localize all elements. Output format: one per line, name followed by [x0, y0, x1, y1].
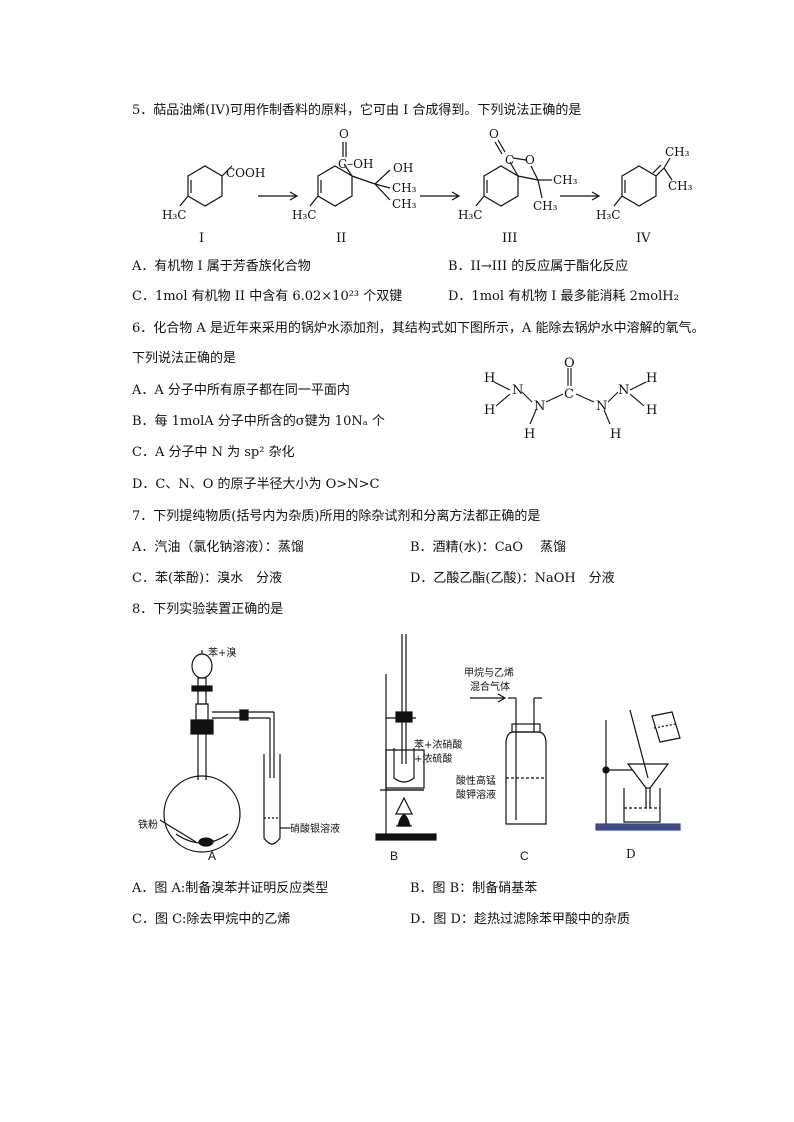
- q6-option-a: A．A 分子中所有原子都在同一平面内: [132, 383, 350, 398]
- q8-option-d: D．图 D：趁热过滤除苯甲酸中的杂质: [410, 912, 630, 927]
- figure-a-labels: 苯+溴 铁粉 硝酸银溶液 A: [138, 646, 340, 863]
- q6-structure-hydrazine-urea: O C N N N N H H H H H H: [484, 356, 657, 442]
- label-ch3-iv-b: CH₃: [668, 179, 693, 193]
- label-nitration-1: 苯+浓硝酸: [414, 738, 462, 751]
- label-cooh: COOH: [226, 166, 265, 180]
- compound-iii-structure: [475, 139, 552, 207]
- label-ch3-ii-a: CH₃: [392, 181, 417, 195]
- atom-h-5: H: [646, 403, 657, 418]
- atom-n-left-inner: N: [534, 399, 545, 414]
- label-o-iii-a: O: [489, 127, 499, 141]
- figure-a-bromobenzene-apparatus: [159, 650, 290, 853]
- atom-h-2: H: [484, 403, 495, 418]
- label-kmno4-2: 酸钾溶液: [456, 788, 496, 801]
- atom-h-4: H: [646, 371, 657, 386]
- label-compound-i: I: [199, 231, 204, 246]
- label-h3c-3: H₃C: [458, 208, 482, 222]
- label-figure-a: A: [208, 849, 216, 863]
- figure-d-filtration-apparatus: [595, 709, 681, 831]
- label-c-iii: C: [505, 153, 514, 167]
- label-ch3-ii-b: CH₃: [392, 197, 417, 211]
- label-h3c-2: H₃C: [292, 208, 316, 222]
- label-compound-ii: II: [336, 231, 346, 246]
- label-oh: OH: [393, 161, 413, 175]
- atom-n-right-inner: N: [596, 399, 607, 414]
- label-h3c-4: H₃C: [596, 208, 620, 222]
- q5-option-a: A．有机物 I 属于芳香族化合物: [132, 259, 311, 274]
- q6-option-d: D．C、N、O 的原子半径大小为 O>N>C: [132, 477, 380, 492]
- atom-h-3: H: [524, 427, 535, 442]
- label-kmno4-1: 酸性高锰: [456, 774, 496, 787]
- figure-b-labels: 苯+浓硝酸 +浓硫酸 B: [390, 738, 462, 863]
- q8-stem: 8．下列实验装置正确的是: [132, 602, 284, 617]
- atom-n-right-outer: N: [618, 383, 629, 398]
- label-figure-c: C: [520, 849, 529, 863]
- q8-option-b: B．图 B：制备硝基苯: [410, 881, 538, 896]
- label-gas-2: 混合气体: [470, 680, 510, 693]
- q5-reaction-scheme: COOH H₃C I O C–OH OH CH₃ CH₃ H₃C II O C …: [162, 127, 693, 246]
- q8-option-c: C．图 C:除去甲烷中的乙烯: [132, 912, 291, 927]
- q7-option-d: D．乙酸乙酯(乙酸)：NaOH 分液: [410, 571, 615, 586]
- q7-option-a: A．汽油（氯化钠溶液）：蒸馏: [132, 540, 304, 555]
- q6-option-b: B．每 1molA 分子中所含的σ键为 10Nₐ 个: [132, 414, 385, 429]
- q5-option-c: C．1mol 有机物 II 中含有 6.02×10²³ 个双键: [132, 289, 403, 304]
- label-ch3-iv-a: CH₃: [665, 145, 690, 159]
- label-o-ii: O: [339, 127, 349, 141]
- atom-n-left-outer: N: [512, 383, 523, 398]
- q8-option-a: A．图 A:制备溴苯并证明反应类型: [132, 881, 329, 896]
- label-compound-iv: IV: [636, 231, 651, 246]
- atom-o: O: [564, 356, 575, 371]
- label-h3c-1: H₃C: [162, 208, 186, 222]
- compound-ii-structure: [309, 142, 391, 207]
- compound-iv-structure: [613, 157, 673, 207]
- q5-option-b: B．II→III 的反应属于酯化反应: [448, 259, 629, 274]
- q6-stem-2: 下列说法正确的是: [132, 351, 237, 366]
- label-ch3-iii-b: CH₃: [533, 199, 558, 213]
- label-o-iii-b: O: [525, 153, 535, 167]
- label-iron-powder: 铁粉: [138, 818, 158, 831]
- figure-b-nitration-apparatus: [375, 634, 437, 841]
- label-figure-b: B: [390, 849, 398, 863]
- q8-apparatus-figures: 苯+溴 铁粉 硝酸银溶液 A 苯+浓硝酸 +浓硫酸 B 甲烷: [138, 634, 681, 863]
- label-nitration-2: +浓硫酸: [414, 752, 452, 765]
- label-compound-iii: III: [502, 231, 517, 246]
- label-ch3-iii-a: CH₃: [553, 173, 578, 187]
- q5-option-d: D．1mol 有机物 I 最多能消耗 2molH₂: [448, 289, 679, 304]
- label-figure-d: D: [626, 847, 636, 861]
- atom-h-1: H: [484, 371, 495, 386]
- q5-stem: 5．萜品油烯(IV)可用作制香料的原料，它可由 I 合成得到。下列说法正确的是: [132, 103, 582, 118]
- compound-i-structure: [179, 165, 233, 207]
- q7-option-b: B．酒精(水)：CaO 蒸馏: [410, 540, 567, 555]
- q6-option-c: C．A 分子中 N 为 sp² 杂化: [132, 445, 295, 460]
- atom-c: C: [564, 387, 574, 402]
- atom-h-6: H: [610, 427, 621, 442]
- label-gas-1: 甲烷与乙烯: [464, 666, 514, 679]
- label-c-oh: C–OH: [338, 157, 373, 171]
- figure-c-labels: 甲烷与乙烯 混合气体 酸性高锰 酸钾溶液 C: [456, 666, 529, 863]
- label-benzene-bromine: 苯+溴: [208, 646, 236, 659]
- q6-stem: 6．化合物 A 是近年来采用的锅炉水添加剂，其结构式如下图所示，A 能除去锅炉水…: [132, 321, 705, 336]
- label-silver-nitrate: 硝酸银溶液: [290, 822, 340, 835]
- figure-c-gas-washing-bottle: [470, 693, 547, 825]
- q7-option-c: C．苯(苯酚)：溴水 分液: [132, 571, 283, 586]
- q7-stem: 7．下列提纯物质(括号内为杂质)所用的除杂试剂和分离方法都正确的是: [132, 509, 541, 524]
